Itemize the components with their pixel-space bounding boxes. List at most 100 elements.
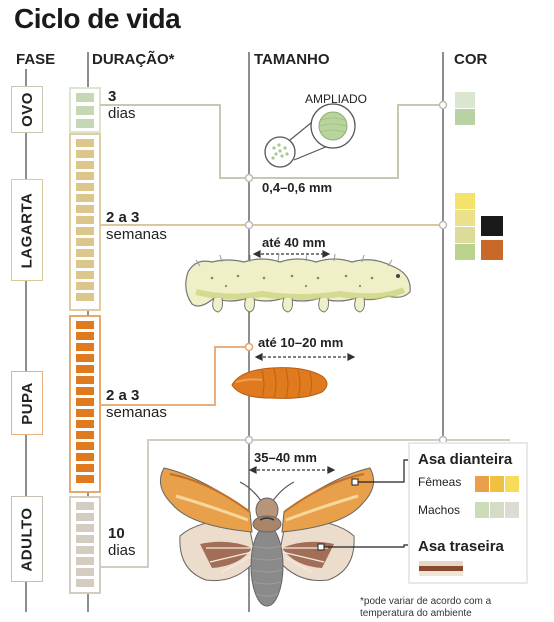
phase-label-larva: LAGARTA (12, 180, 42, 280)
larva-size-label: até 40 mm (262, 235, 326, 250)
pupa-duration-cell (76, 387, 94, 395)
larva-duration-cell (76, 282, 94, 290)
pupa-duration-cell (76, 453, 94, 461)
egg-color-swatch (455, 92, 475, 108)
egg-illustration (264, 103, 356, 168)
duration-pupa-value: 2 a 3 (106, 387, 140, 404)
duration-egg: 3 dias (108, 88, 136, 122)
adult-size-label: 35–40 mm (254, 450, 317, 465)
pupa-duration-cell (76, 376, 94, 384)
color-swatches (419, 92, 519, 576)
larva-duration-cell (76, 216, 94, 224)
legend-females-label: Fêmeas (418, 475, 462, 489)
forewing-male-swatch (490, 502, 504, 518)
forewing-male-swatch (475, 502, 489, 518)
hindwing-swatch (419, 566, 463, 571)
duration-bar-adult (69, 496, 101, 594)
connector-egg (100, 104, 443, 179)
hindwing-swatch (419, 561, 463, 566)
egg-magnified-label: AMPLIADO (305, 92, 368, 106)
pupa-duration-cell (76, 431, 94, 439)
duration-adult-value: 10 (108, 525, 125, 542)
column-header-phase: FASE (14, 51, 58, 69)
forewing-female-swatch (505, 476, 519, 492)
larva-duration-cell (76, 194, 94, 202)
larva-duration-cell (76, 238, 94, 246)
connector-dots (244, 100, 448, 445)
duration-bar-larva (69, 133, 101, 311)
duration-larva-value: 2 a 3 (106, 209, 140, 226)
adult-duration-cell (76, 557, 94, 565)
duration-adult-unit: dias (108, 541, 136, 559)
adult-duration-cell (76, 579, 94, 587)
hindwing-swatch (419, 571, 463, 576)
adult-duration-cell (76, 502, 94, 510)
larva-duration-cell (76, 139, 94, 147)
phase-label-pupa: PUPA (12, 372, 42, 434)
larva-duration-cell (76, 161, 94, 169)
adult-duration-cell (76, 524, 94, 532)
egg-color-swatch (455, 109, 475, 125)
larva-color-swatch (455, 210, 475, 226)
pupa-duration-cell (76, 475, 94, 483)
page-title: Ciclo de vida (14, 3, 181, 34)
pupa-duration-cell (76, 464, 94, 472)
pupa-duration-cell (76, 409, 94, 417)
duration-egg-unit: dias (108, 104, 136, 122)
pupa-duration-cell (76, 420, 94, 428)
larva-duration-cell (76, 205, 94, 213)
adult-duration-cell (76, 535, 94, 543)
larva-duration-cell (76, 260, 94, 268)
larva-size-arrow (252, 250, 331, 258)
duration-egg-value: 3 (108, 88, 117, 105)
duration-bar-pupa (69, 315, 101, 493)
adult-duration-cell (76, 513, 94, 521)
moth-illustration (159, 467, 375, 607)
larva-color-swatch (481, 240, 503, 260)
pupa-duration-cell (76, 398, 94, 406)
phase-label-adult: ADULTO (12, 497, 42, 581)
duration-pupa: 2 a 3 semanas (106, 387, 167, 421)
caterpillar-illustration (185, 253, 411, 313)
forewing-male-swatch (505, 502, 519, 518)
larva-duration-cell (76, 271, 94, 279)
larva-duration-cell (76, 249, 94, 257)
larva-duration-cell (76, 227, 94, 235)
footnote: *pode variar de acordo com a temperatura… (360, 596, 491, 619)
duration-larva-unit: semanas (106, 225, 167, 243)
duration-larva: 2 a 3 semanas (106, 209, 167, 243)
hindwing-legend-title: Asa traseira (418, 538, 504, 555)
connector-adult (100, 439, 510, 568)
egg-size-label: 0,4–0,6 mm (262, 180, 333, 195)
pupa-duration-cell (76, 332, 94, 340)
connector-pupa (100, 346, 252, 406)
column-header-color: COR (454, 51, 488, 68)
adult-duration-cell (76, 568, 94, 576)
larva-duration-cell (76, 172, 94, 180)
larva-color-swatch (455, 227, 475, 243)
pupa-duration-cell (76, 354, 94, 362)
larva-duration-cell (76, 183, 94, 191)
pupa-duration-cell (76, 343, 94, 351)
larva-duration-cell (76, 150, 94, 158)
larva-duration-cell (76, 293, 94, 301)
forewing-legend-title: Asa dianteira (418, 451, 513, 468)
column-header-size: TAMANHO (254, 51, 330, 68)
larva-color-swatch (455, 244, 475, 260)
forewing-female-swatch (490, 476, 504, 492)
pupa-duration-cell (76, 321, 94, 329)
pupa-duration-cell (76, 442, 94, 450)
duration-adult: 10 dias (108, 525, 136, 559)
larva-color-swatch (481, 216, 503, 236)
forewing-female-swatch (475, 476, 489, 492)
legend-males-label: Machos (418, 503, 461, 517)
footnote-line-1: *pode variar de acordo com a (360, 596, 492, 607)
pupa-size-label: até 10–20 mm (258, 335, 344, 350)
phase-label-egg: OVO (12, 87, 42, 132)
pupa-size-arrow (254, 353, 356, 361)
column-header-duration: DURAÇÃO* (90, 51, 177, 69)
adult-duration-cell (76, 546, 94, 554)
pupa-illustration (231, 367, 328, 399)
